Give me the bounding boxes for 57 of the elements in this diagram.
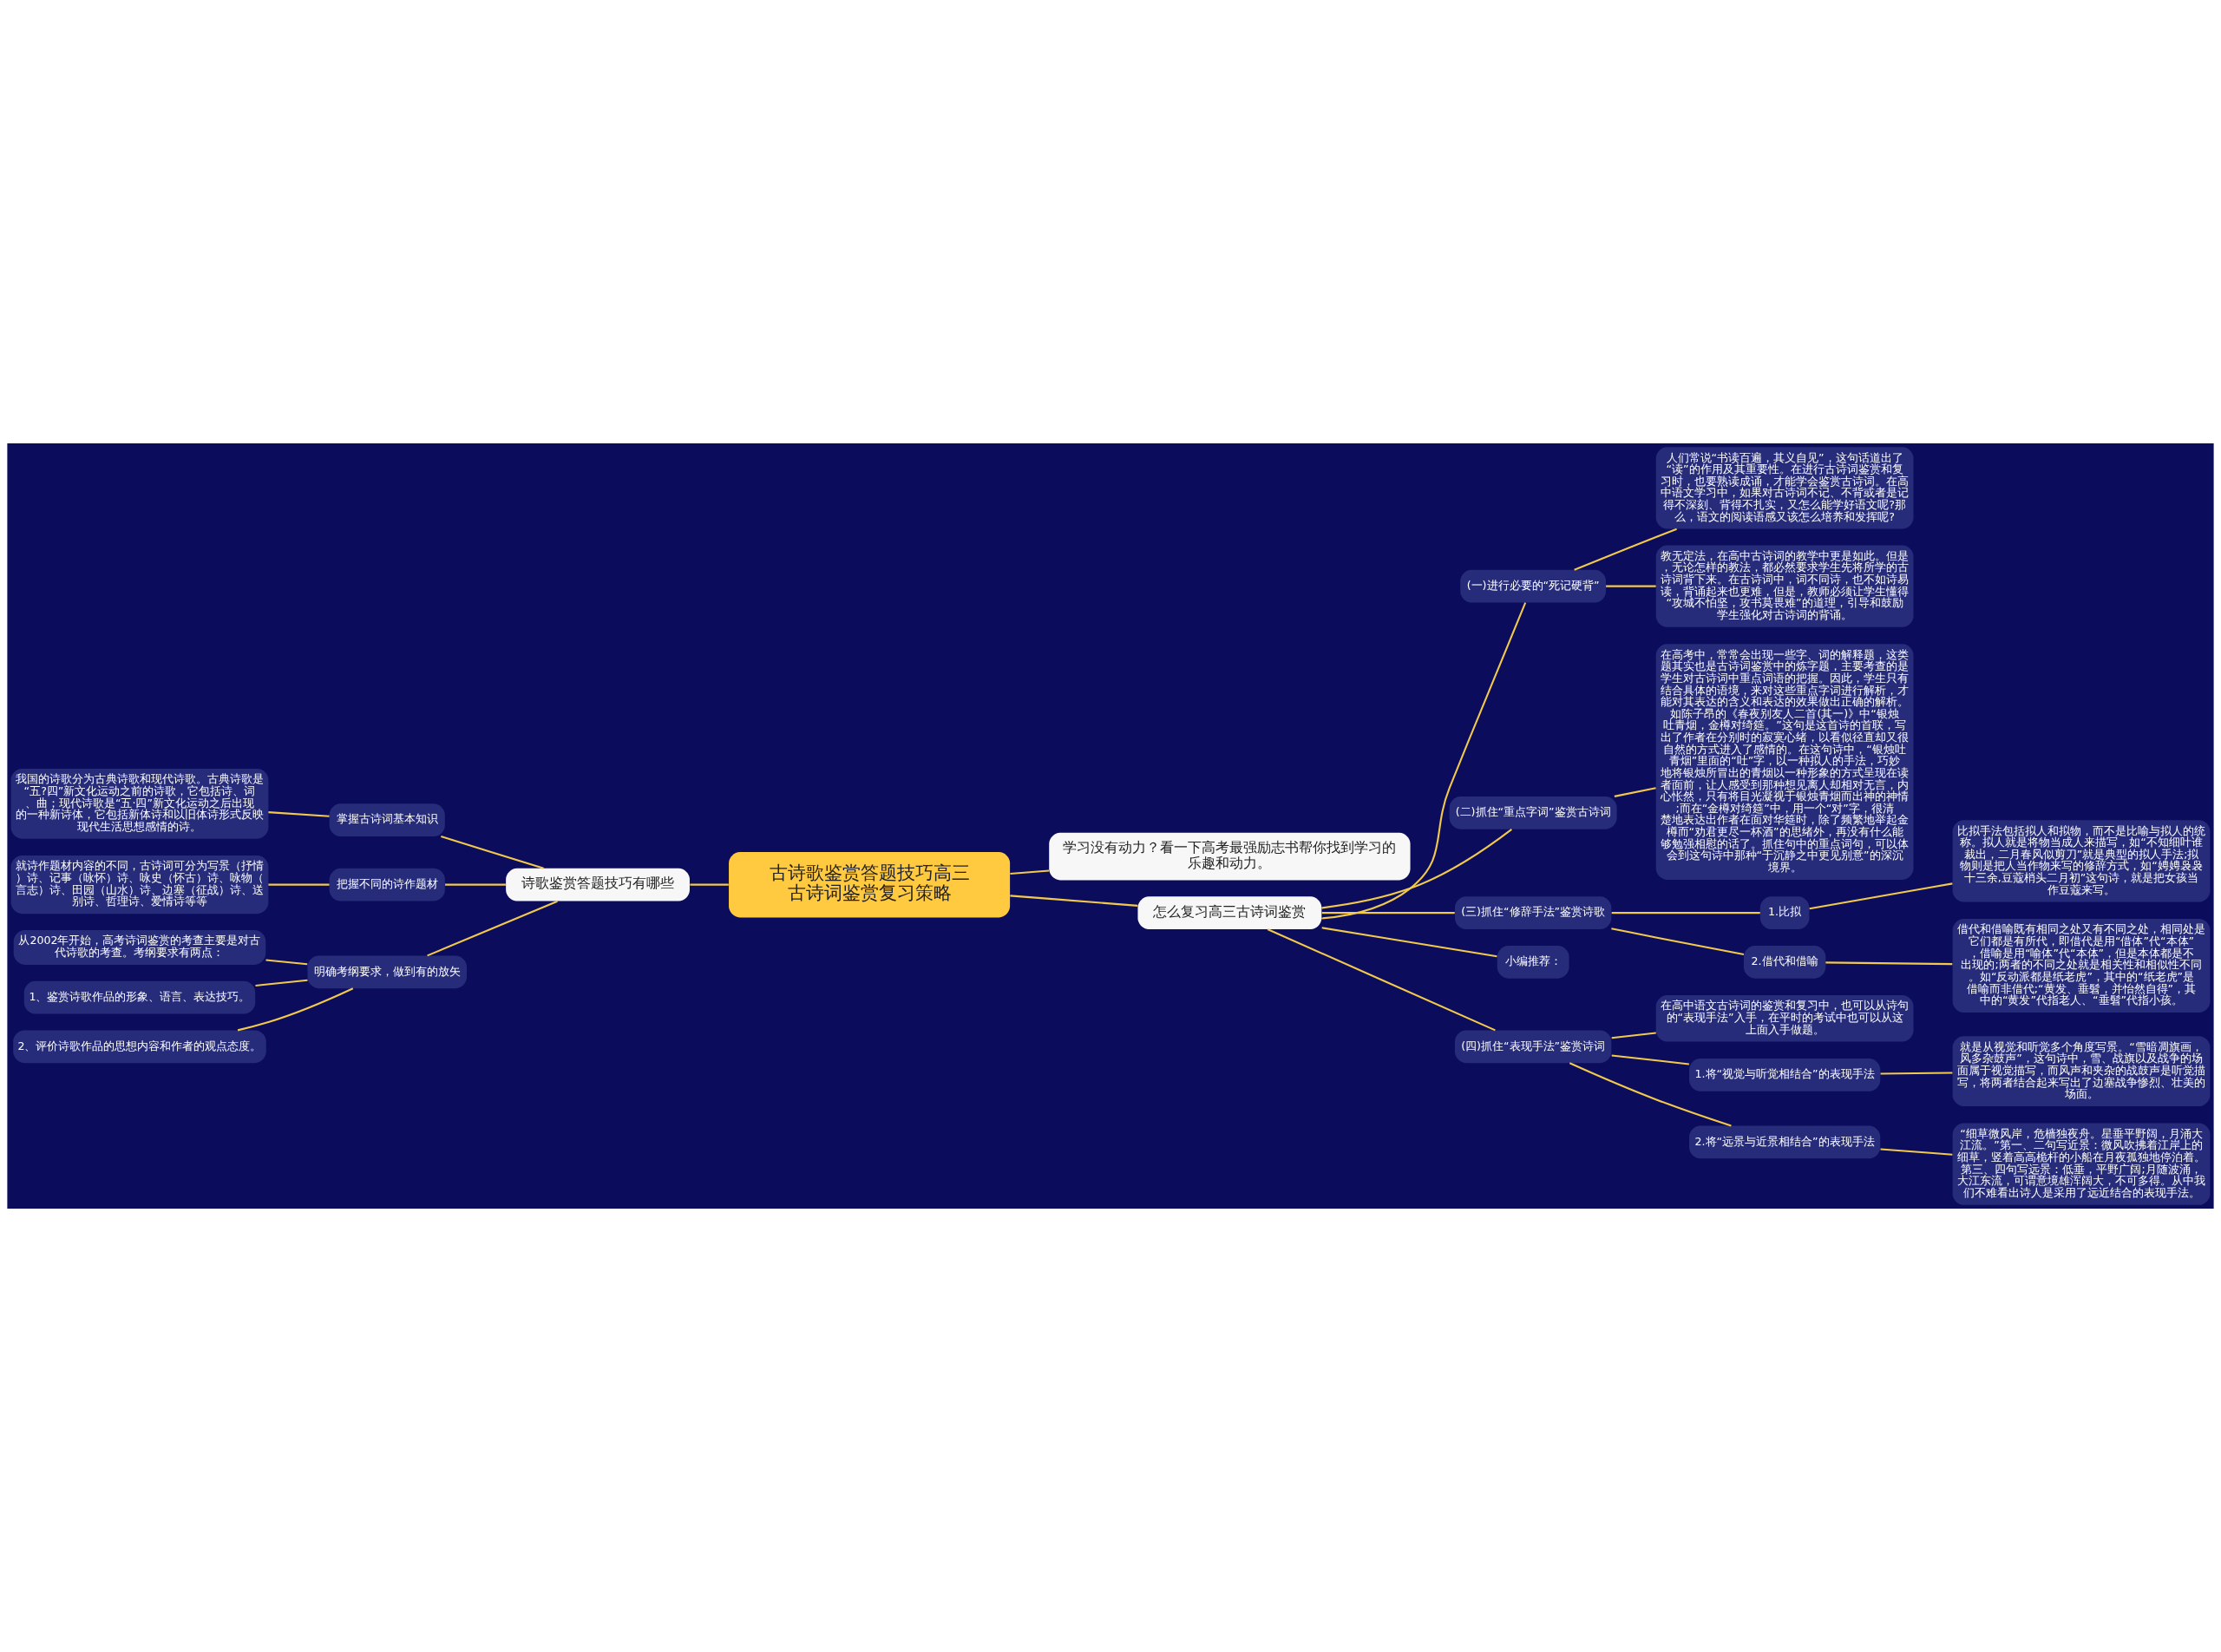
node-box: (一)进行必要的“死记硬背”	[1460, 569, 1607, 603]
connector	[1880, 1072, 1953, 1075]
connector	[1611, 928, 1745, 956]
node-box: 教无定法，在高中古诗词的教学中更是如此。但是，无论怎样的教法，都必然要求学生先将所学的古诗词背下来。在古诗词中，词不同诗，也不如诗易读，背诵起来也更难，但是，教师必须让学生懂得“攻城不怕坚，攻书莫畏难”的道理，引导和鼓励学生强化对古诗词的背诵。	[1655, 545, 1914, 627]
node-box: 在高中语文古诗词的鉴赏和复习中，也可以从诗句的“表现手法”入手，在平时的考试中也可以从这上面入手做题。	[1655, 995, 1914, 1042]
node-box: 明确考纲要求，做到有的放矢	[307, 955, 467, 989]
node-box: 2.借代和借喻	[1743, 945, 1826, 979]
node-box: (三)抓住“修辞手法”鉴赏诗歌	[1454, 896, 1612, 930]
node-box: 比拟手法包括拟人和拟物，而不是比喻与拟人的统称。拟人就是将物当成人来描写，如“不知细叶谁裁出，二月春风似剪刀”就是典型的拟人手法;拟物则是把人当作物来写的修辞方式，如“娉娉袅袅十三余,豆蔻梢头二月初”这句诗，就是把女孩当作豆蔻来写。	[1952, 820, 2211, 902]
node-box: 把握不同的诗作题材	[329, 868, 445, 901]
connector	[1267, 928, 1496, 1032]
connector	[1611, 1032, 1656, 1039]
connector	[237, 987, 354, 1032]
connector	[1321, 912, 1455, 914]
connector	[255, 979, 308, 987]
node-box: 在高考中，常常会出现一些字、词的解释题，这类题其实也是古诗词鉴赏中的炼字题，主要考查的是学生对古诗词中重点词语的把握。因此，学生只有结合具体的语境，来对这些重点字词进行解析，才能对其表达的含义和表达的效果做出正确的解析。如陈子昂的《春夜别友人二首(其一)》中“银烛吐青烟，金樽对绮筵。”这句是这首诗的首联，写出了作者在分别时的寂寞心绪，以看似径直却又很自然的方式进入了感情的。在这句诗中，“银烛吐青烟”里面的“吐”字，以一种拟人的手法，巧妙地将银烛所冒出的青烟以一种形象的方式呈现在读者面前，让人感受到那种想见离人却相对无言，内心怅然，只有将目光凝视于银烛青烟而出神的神情;而在“金樽对绮筵”中，用一个“对”字，很清楚地表达出作者在面对华筵时，除了频繁地举起金樽而“劝君更尽一杯酒”的思绪外，再没有什么能够勉强相慰的话了。抓住句中的重点词句，可以体会到这句诗中那种“于沉静之中更见别意”的深沉境界。	[1655, 644, 1914, 880]
node-box: 借代和借喻既有相同之处又有不同之处，相同处是它们都是有所代，即借代是用“借体”代“本体”，借喻是用“喻体”代“本体”，但是本体都是不出现的;两者的不同之处就是相关性和相似性不同。如“反动派都是纸老虎”，其中的“纸老虎”是借喻而非借代;“黄发、垂髫，并怡然自得”，其中的“黄发”代指老人、“垂髫”代指小孩。	[1952, 918, 2211, 1013]
connector	[1606, 585, 1656, 587]
node-box: 学习没有动力？看一下高考最强励志书帮你找到学习的乐趣和动力。	[1049, 832, 1411, 881]
connector	[268, 883, 330, 886]
connector	[1321, 829, 1512, 909]
connector	[427, 900, 558, 957]
connector	[1010, 895, 1138, 907]
node-box: 怎么复习高三古诗词鉴赏	[1137, 896, 1322, 930]
connector	[1809, 882, 1953, 910]
node-box: (二)抓住“重点字词”鉴赏古诗词	[1449, 796, 1617, 829]
connector	[1825, 961, 1953, 966]
node-box: “细草微风岸，危樯独夜舟。星垂平野阔，月涌大江流。”第一、二句写近景：微风吹拂着江岸上的细草，竖着高高桅杆的小船在月夜孤独地停泊着。第三、四句写远景：低垂，平野广阔;月随波涌，大江东流，可谓意境雄浑阔大，不可多得。从中我们不难看出诗人是采用了远近结合的表现手法。	[1952, 1123, 2211, 1205]
node-box: 小编推荐：	[1497, 945, 1569, 979]
connector	[1321, 602, 1527, 920]
node-box: (四)抓住“表现手法”鉴赏诗词	[1454, 1030, 1612, 1064]
connector	[690, 883, 729, 886]
node-box: 就诗作题材内容的不同，古诗词可分为写景（抒情）诗、记事（咏怀）诗、咏史（怀古）诗、咏物（言志）诗、田园（山水）诗、边塞（征战）诗、送别诗、哲理诗、爱情诗等等	[10, 856, 269, 914]
connector	[1569, 1062, 1732, 1127]
node-box: 古诗歌鉴赏答题技巧高三古诗词鉴赏复习策略	[729, 851, 1011, 918]
node-box: 1、鉴赏诗歌作品的形象、语言、表达技巧。	[23, 980, 256, 1014]
connector	[1574, 528, 1677, 571]
connector	[1611, 1054, 1689, 1065]
node-box: 2、评价诗歌作品的思想内容和作者的观点态度。	[13, 1030, 266, 1064]
connector	[1611, 912, 1760, 914]
node-box: 1.将“视觉与听觉相结合”的表现手法	[1689, 1058, 1881, 1092]
connector	[1880, 1148, 1953, 1156]
node-box: 我国的诗歌分为古典诗歌和现代诗歌。古典诗歌是“五?四”新文化运动之前的诗歌，它包括诗、词、曲；现代诗歌是“五·四”新文化运动之后出现的一种新诗体，它包括新体诗和以旧体诗形式反映现代生活思想感情的诗。	[10, 768, 269, 839]
node-box: 1.比拟	[1759, 896, 1810, 930]
node-box: 就是从视觉和听觉多个角度写景。“雪暗凋旗画，风多杂鼓声”，这句诗中，雪、战旗以及战争的场面属于视觉描写，而风声和夹杂的战鼓声是听觉描写，将两者结合起来写出了边塞战争惨烈、壮美的场面。	[1952, 1036, 2211, 1106]
node-box: 2.将“远景与近景相结合”的表现手法	[1689, 1125, 1881, 1159]
connector	[268, 811, 330, 817]
node-box: 诗歌鉴赏答题技巧有哪些	[506, 868, 690, 901]
connector	[445, 883, 506, 886]
connector	[1010, 869, 1050, 875]
connector	[1321, 927, 1497, 958]
node-box: 从2002年开始，高考诗词鉴赏的考查主要是对古代诗歌的考查。考纲要求有两点：	[13, 930, 266, 965]
node-box: 掌握古诗词基本知识	[329, 803, 445, 837]
node-box: 人们常说“书读百遍，其义自见”，这句话道出了“读”的作用及其重要性。在进行古诗词鉴赏和复习时，也要熟读成诵，才能学会鉴赏古诗词。在高中语文学习中，如果对古诗词不记、不背或者是记得不深刻、背得不扎实，又怎么能学好语文呢?那么，语文的阅读语感又该怎么培养和发挥呢?	[1655, 447, 1914, 529]
connector	[265, 959, 308, 966]
connector	[441, 836, 544, 869]
connector	[1614, 787, 1656, 797]
